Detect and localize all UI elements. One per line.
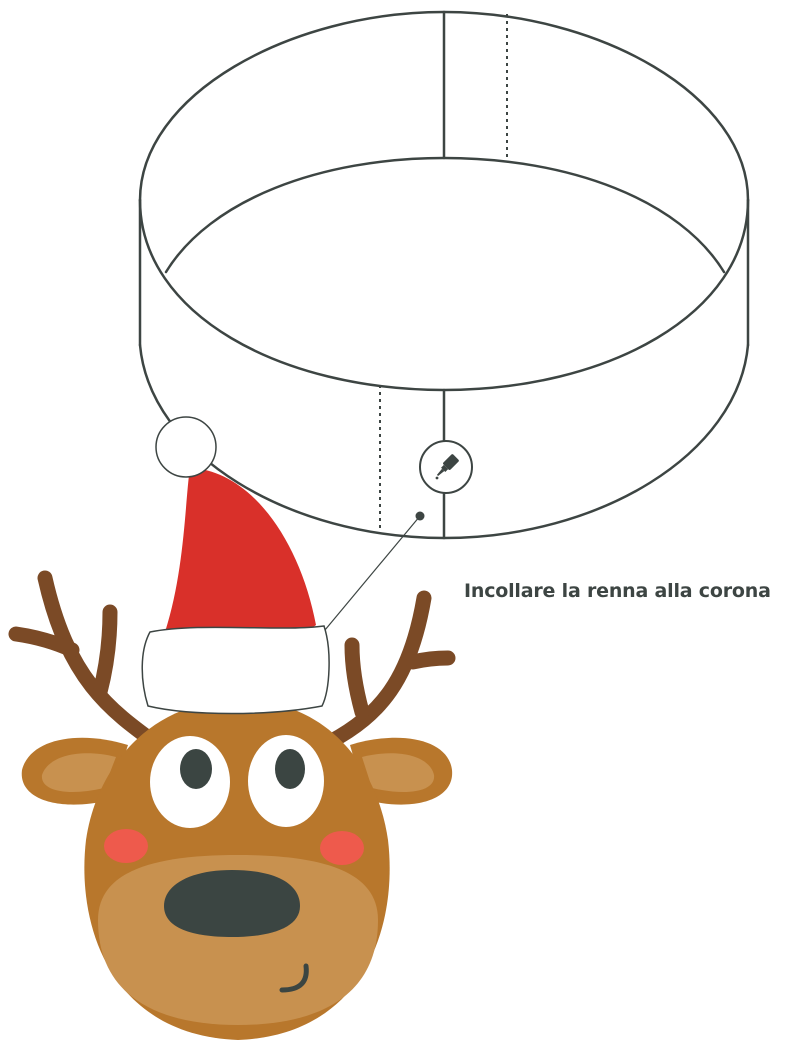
right-cheek — [320, 831, 364, 865]
santa-hat-cone — [165, 468, 316, 637]
left-eye — [150, 736, 230, 828]
reindeer-nose — [164, 870, 300, 937]
glue-bottle-icon — [420, 441, 472, 493]
glue-leader-line — [325, 512, 425, 631]
santa-hat — [142, 417, 329, 714]
left-cheek — [104, 829, 148, 863]
right-eye — [248, 735, 324, 827]
santa-hat-brim — [142, 626, 329, 714]
crown-inner-opening — [166, 158, 724, 272]
santa-hat-pompom — [156, 417, 216, 477]
glue-instruction-text: Incollare la renna alla corona — [464, 580, 771, 602]
crown-inner-lower-edge — [140, 200, 748, 390]
